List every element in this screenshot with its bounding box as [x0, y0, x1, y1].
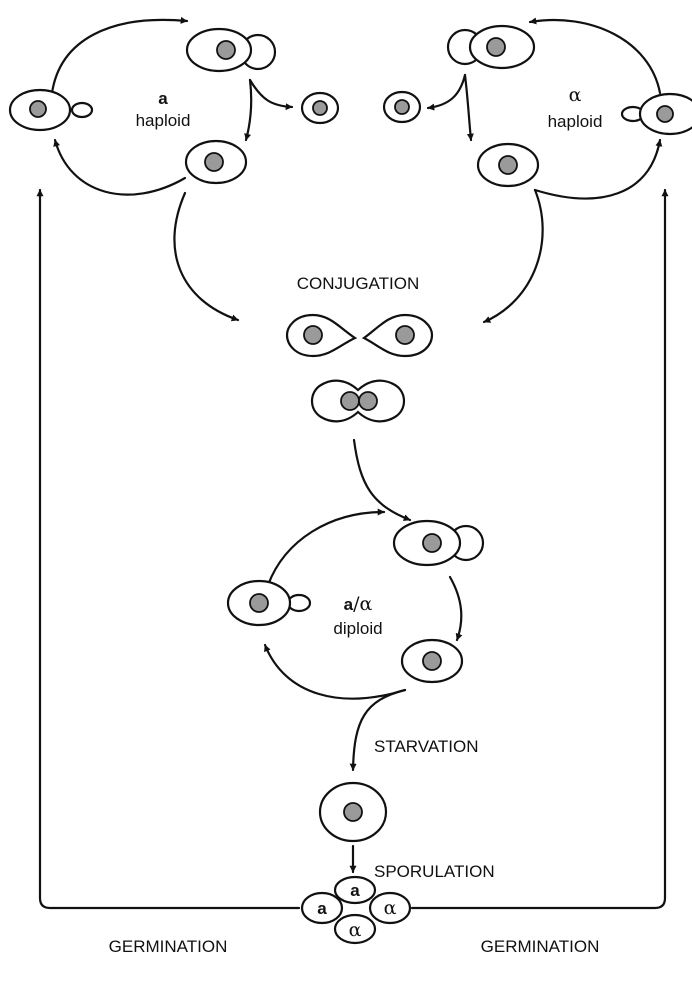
diploid-alpha-label: /α — [353, 593, 372, 615]
germination-right-label: GERMINATION — [481, 937, 600, 956]
germination-paths: GERMINATION GERMINATION — [36, 188, 669, 956]
spore-right — [368, 891, 412, 925]
a-cell-bottom — [184, 139, 248, 185]
starvation-label: STARVATION — [374, 737, 479, 756]
spore-tetrad: a a α α — [300, 875, 412, 945]
alpha-small-cell — [382, 90, 422, 124]
spore-bottom-label: α — [349, 919, 362, 941]
alpha-cycle-arrow-bottom — [533, 138, 663, 200]
a-haploid-label: haploid — [136, 111, 191, 130]
alpha-haploid-mating-label: α — [569, 84, 582, 106]
conjugation-label: CONJUGATION — [297, 274, 419, 293]
diploid-cycle: a/α diploid — [226, 438, 485, 700]
a-cycle-arrow-top — [50, 16, 189, 95]
a-to-small-cell-arrow — [248, 78, 294, 111]
a-to-conjugation-arrow — [173, 191, 240, 322]
diploid-label: diploid — [333, 619, 382, 638]
a-haploid-cycle: a haploid — [8, 16, 340, 196]
a-haploid-mating-label: a — [158, 89, 168, 108]
zygote — [310, 379, 406, 423]
diploid-cycle-arrow-top — [266, 508, 386, 587]
germination-left-arrow — [36, 188, 301, 910]
diploid-cycle-arrow-right — [448, 575, 463, 642]
diploid-budding-cell-left — [226, 579, 312, 627]
a-cycle-arrow-bottom — [53, 138, 187, 196]
conjugating-cell-alpha — [361, 313, 434, 358]
diploid-mating-label: a/α — [344, 593, 373, 615]
conjugating-cell-a — [285, 313, 358, 358]
a-budding-cell-left — [8, 88, 94, 132]
alpha-budding-cell-right — [620, 92, 692, 136]
diploid-budding-cell-top — [392, 519, 485, 567]
spore-left — [300, 891, 344, 925]
alpha-haploid-label: haploid — [548, 112, 603, 131]
zygote-to-diploid-arrow — [352, 438, 412, 522]
sporulation-stage: STARVATION SPORULATION — [318, 688, 495, 881]
ascus-cell — [318, 781, 388, 843]
spore-top — [333, 875, 377, 905]
diploid-cycle-arrow-bottom — [263, 643, 407, 700]
a-budding-cell-top — [185, 27, 277, 73]
alpha-cycle-arrow-middle — [463, 73, 474, 142]
alpha-to-small-cell-arrow — [426, 73, 467, 111]
spore-top-label: a — [350, 881, 360, 900]
spore-bottom — [333, 913, 377, 945]
germination-right-arrow — [410, 188, 669, 910]
starvation-arrow — [349, 688, 407, 772]
alpha-haploid-cycle: α haploid — [382, 17, 692, 200]
a-cycle-arrow-middle — [244, 78, 253, 142]
diploid-a-label: a — [344, 595, 354, 614]
sporulation-label: SPORULATION — [374, 862, 495, 881]
diploid-cell-bottom — [400, 638, 464, 684]
spore-right-label: α — [384, 897, 397, 919]
spore-left-label: a — [317, 899, 327, 918]
conjugation-stage: CONJUGATION — [173, 188, 544, 423]
alpha-budding-cell-top — [446, 24, 536, 70]
germination-left-label: GERMINATION — [109, 937, 228, 956]
alpha-cell-bottom — [476, 142, 540, 188]
alpha-to-conjugation-arrow — [482, 188, 544, 324]
alpha-cycle-arrow-top — [528, 17, 662, 95]
a-small-cell — [300, 91, 340, 125]
